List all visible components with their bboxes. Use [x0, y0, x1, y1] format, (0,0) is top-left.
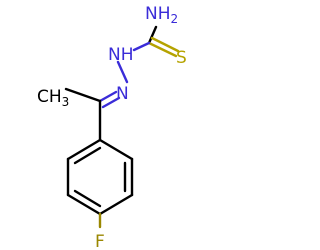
atom-label-s: S: [176, 48, 187, 68]
bond-c-s-2: [150, 36, 180, 53]
ring-inner-bond-2: [73, 189, 102, 208]
atom-label-ch3-prefix: C: [37, 87, 49, 107]
atom-label-ch3-main: H: [49, 87, 62, 107]
atom-label-n: N: [116, 84, 129, 104]
atom-label-nh2-sub: 2: [171, 12, 179, 26]
atom-label-f: F: [95, 232, 105, 250]
atom-label-nh: NH: [108, 45, 134, 65]
atom-label-nh2: NH2: [145, 4, 178, 26]
bond-c-n-1: [98, 90, 118, 103]
atom-label-nh2-main: NH: [145, 4, 171, 24]
ring-bond-4: [66, 193, 102, 216]
bond-nh-n: [116, 60, 129, 84]
atom-label-ch3: CH3: [37, 87, 69, 109]
bond-c-s-1: [147, 41, 178, 58]
ring-bond-6: [66, 138, 102, 161]
atom-label-ch3-sub: 3: [62, 95, 70, 109]
bond-c-nh2: [147, 25, 158, 45]
ring-bond-3: [98, 193, 134, 216]
ring-bond-1: [98, 138, 134, 161]
bond-c-n-2: [101, 96, 121, 109]
bond-c-nh: [132, 41, 151, 52]
molecule-structure-diagram: NH2 NH S N CH3 F: [37, 4, 187, 250]
bond-c-ch3: [64, 87, 102, 103]
ring-inner-bond-3: [73, 146, 102, 165]
